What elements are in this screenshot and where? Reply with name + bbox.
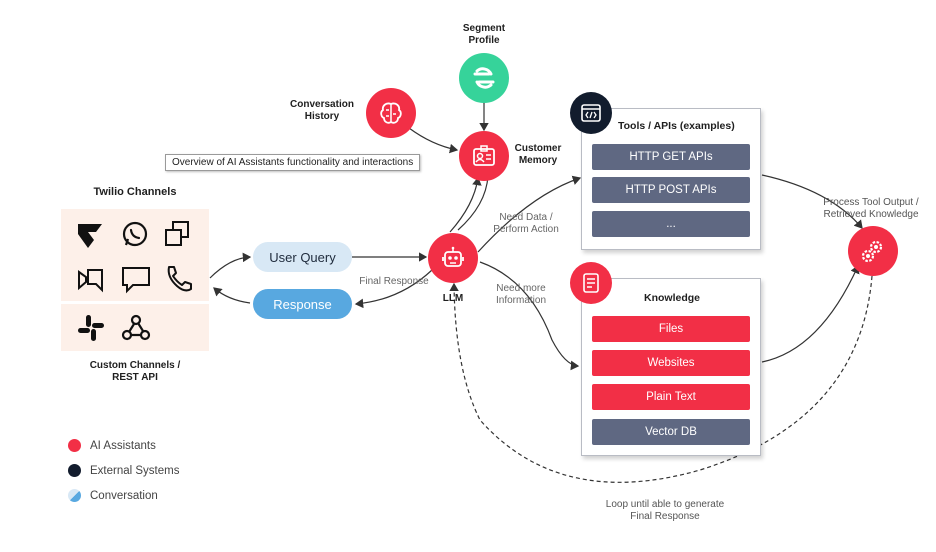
knowledge-item: Vector DB [592, 419, 750, 445]
segment-profile-label: Segment Profile [462, 23, 506, 46]
legend-dot [68, 464, 81, 477]
final-response-label: Final Response [359, 276, 429, 287]
robot-icon [428, 233, 478, 283]
legend-label: AI Assistants [90, 439, 156, 452]
diagram-tooltip: Overview of AI Assistants functionality … [165, 154, 421, 171]
knowledge-panel: Knowledge Files Websites Plain Text Vect… [581, 278, 761, 456]
voice-icon [78, 269, 103, 293]
knowledge-item: Websites [592, 350, 750, 376]
tool-item: ... [592, 211, 750, 237]
brain-icon [366, 88, 416, 138]
llm-label: LLM [442, 293, 464, 304]
knowledge-title: Knowledge [644, 292, 701, 304]
custom-channels-box [61, 304, 209, 351]
sync-windows-icon [165, 221, 189, 246]
id-card-icon [459, 131, 509, 181]
loop-label: Loop until able to generate Final Respon… [605, 499, 725, 522]
twilio-channels-label: Twilio Channels [93, 186, 177, 198]
tools-title: Tools / APIs (examples) [618, 120, 735, 132]
knowledge-item: Files [592, 316, 750, 342]
whatsapp-icon [122, 221, 148, 247]
conversation-history-label: Conversation History [290, 99, 354, 122]
need-info-label: Need more Information [495, 283, 547, 306]
legend-item-conversation: Conversation [68, 489, 158, 502]
custom-channels-label: Custom Channels / REST API [89, 360, 181, 383]
tool-item: HTTP GET APIs [592, 144, 750, 170]
tool-item: HTTP POST APIs [592, 177, 750, 203]
legend-label: Conversation [90, 489, 158, 502]
slack-icon [78, 315, 104, 341]
process-tool-label: Process Tool Output / Retrieved Knowledg… [823, 197, 919, 220]
customer-memory-label: Customer Memory [514, 143, 562, 166]
phone-icon [167, 266, 192, 292]
chat-icon [122, 267, 150, 294]
tools-panel: Tools / APIs (examples) HTTP GET APIs HT… [581, 108, 761, 250]
gears-icon [848, 226, 898, 276]
legend-item-ai-assistants: AI Assistants [68, 439, 156, 452]
legend-item-external-systems: External Systems [68, 464, 179, 477]
document-icon [570, 262, 612, 304]
webhook-icon [121, 314, 151, 341]
legend-dot [68, 439, 81, 452]
code-window-icon [570, 92, 612, 134]
response-pill: Response [253, 289, 352, 319]
flex-icon [78, 224, 102, 248]
knowledge-item: Plain Text [592, 384, 750, 410]
legend-dot [68, 489, 81, 502]
user-query-pill: User Query [253, 242, 352, 272]
segment-icon [459, 53, 509, 103]
need-data-label: Need Data / Perform Action [493, 212, 559, 235]
legend-label: External Systems [90, 464, 180, 477]
